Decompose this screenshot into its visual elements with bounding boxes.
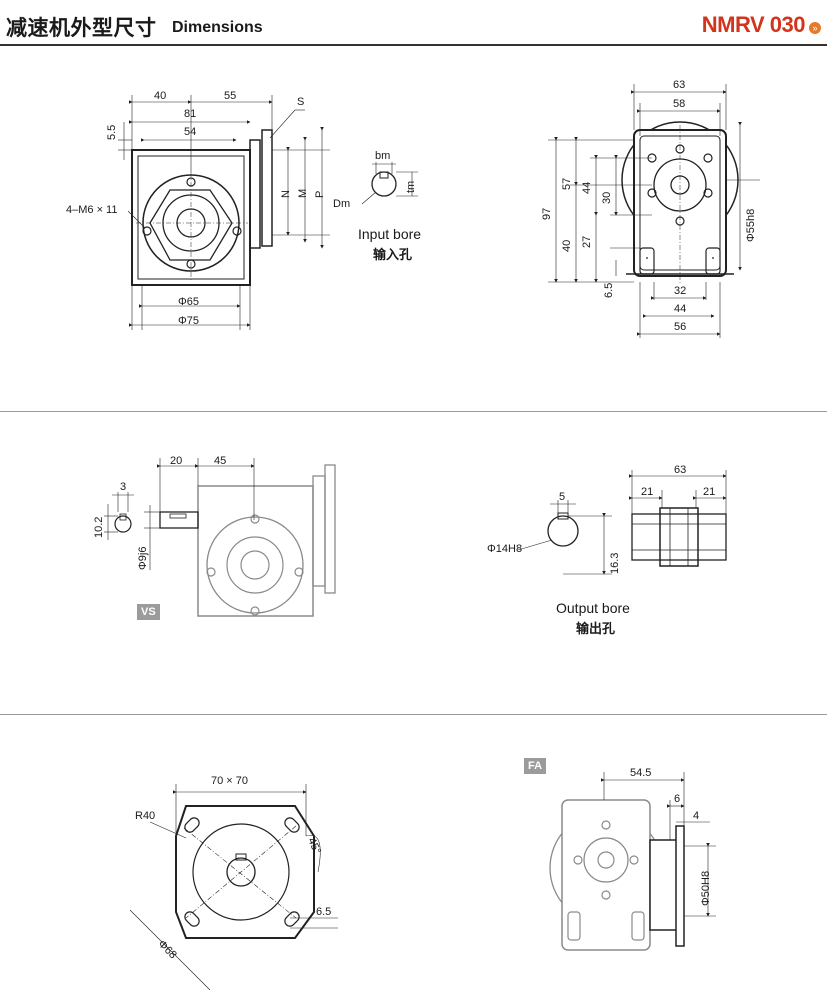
output-bore-caption-cn: 输出孔 [576, 622, 616, 637]
front-view-drawing [548, 84, 760, 338]
dim-4: 4 [693, 810, 700, 822]
label-n: N [280, 190, 292, 198]
input-bore-drawing [361, 162, 418, 205]
dim-70x70: 70 × 70 [211, 775, 249, 787]
label-m: M [297, 188, 309, 198]
side-view-drawing [118, 95, 330, 330]
model-name: NMRV 030 [701, 12, 806, 37]
dia-55h8: Φ55h8 [745, 208, 757, 242]
dim-58: 58 [673, 98, 686, 110]
dia-75: Φ75 [178, 315, 200, 327]
dim-44: 44 [674, 303, 687, 315]
fa-badge: FA [524, 758, 547, 774]
dim-40: 40 [154, 90, 167, 102]
label-s: S [297, 96, 305, 108]
dim-45: 45 [214, 455, 227, 467]
output-bore-drawing [517, 470, 727, 575]
dim-57: 57 [561, 177, 573, 190]
dim-56: 56 [674, 321, 687, 333]
dim-3: 3 [120, 481, 127, 493]
radius-r40: R40 [135, 810, 156, 822]
dia-14h8: Φ14H8 [487, 543, 523, 555]
dim-54-5: 54.5 [630, 767, 652, 779]
dim-55: 55 [224, 90, 237, 102]
label-dm: Dm [333, 198, 351, 210]
dim-21-left: 21 [641, 486, 654, 498]
dim-54: 54 [184, 126, 197, 138]
header-divider [0, 44, 827, 46]
vs-dimensions [104, 458, 255, 570]
dim-6-5: 6.5 [603, 282, 615, 298]
dim-97: 97 [541, 207, 553, 220]
input-bore-caption: Input bore [358, 226, 422, 242]
dim-10-2: 10.2 [93, 516, 105, 538]
dim-5-5: 5.5 [106, 124, 118, 140]
dim-30: 30 [601, 191, 613, 204]
dim-81: 81 [184, 108, 197, 120]
dia-65: Φ65 [178, 296, 200, 308]
arrow-right-circle-icon: » [809, 22, 821, 34]
holes-4-m6: 4–M6 × 11 [66, 204, 118, 216]
vs-view-drawing [159, 464, 336, 617]
dim-16-3: 16.3 [609, 552, 621, 574]
input-bore-caption-cn: 输入孔 [373, 248, 413, 263]
dia-9j6: Φ9j6 [137, 546, 149, 570]
dim-6-5-flange: 6.5 [316, 906, 332, 918]
title-chinese: 减速机外型尺寸 [6, 16, 157, 40]
dim-32: 32 [674, 285, 687, 297]
dim-27: 27 [581, 235, 593, 248]
dim-5: 5 [559, 491, 566, 503]
dim-63: 63 [673, 79, 686, 91]
fa-view-drawing [549, 772, 716, 951]
dim-6: 6 [674, 793, 681, 805]
section-divider-2 [0, 714, 827, 715]
dim-40-front: 40 [561, 239, 573, 252]
title-english: Dimensions [172, 19, 263, 36]
vs-badge: VS [137, 604, 160, 620]
label-tm: tm [405, 180, 417, 193]
dim-63-output: 63 [674, 464, 687, 476]
label-bm: bm [375, 150, 391, 162]
dim-20: 20 [170, 455, 183, 467]
page-header: 减速机外型尺寸 Dimensions NMRV 030 » [0, 0, 827, 46]
dia-50h8: Φ50H8 [700, 870, 712, 906]
label-p: P [314, 190, 326, 198]
output-bore-caption: Output bore [556, 600, 630, 616]
dim-44-vertical: 44 [581, 181, 593, 194]
flange-view-drawing [129, 784, 338, 991]
dim-21-right: 21 [703, 486, 716, 498]
section-divider-1 [0, 411, 827, 412]
